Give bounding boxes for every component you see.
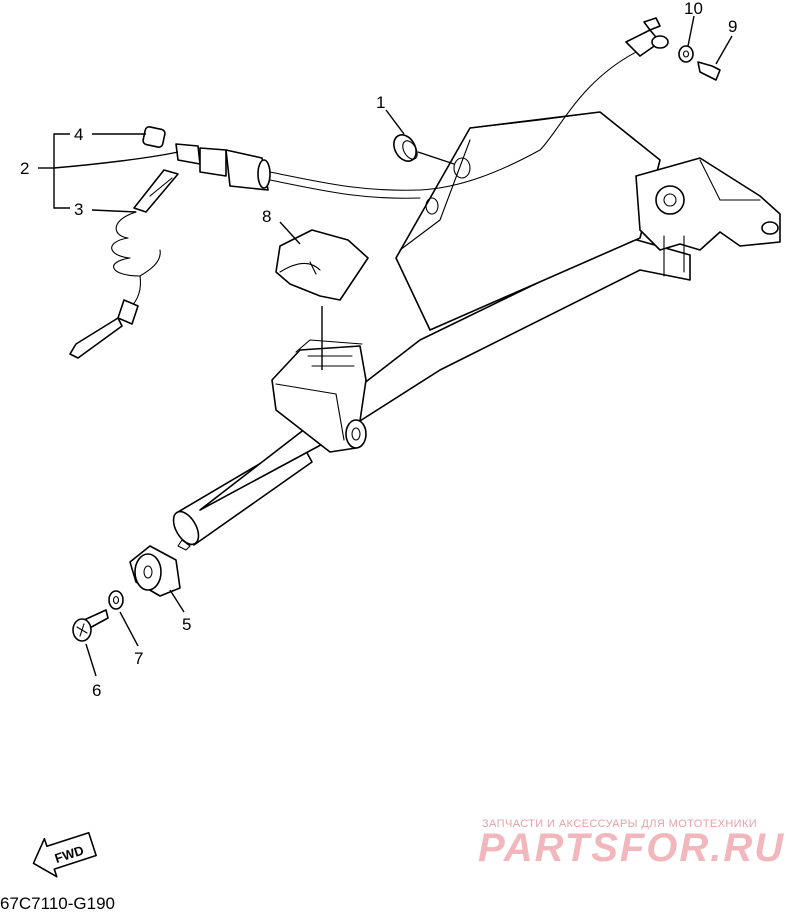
cap-part-4 [142,126,166,148]
callout-labels: 1 2 3 4 5 6 7 8 9 10 [20,0,737,700]
callout-1: 1 [376,93,385,112]
washer-part-10 [678,45,694,63]
callout-5: 5 [182,615,191,634]
screw-part-6 [72,609,109,677]
callout-9: 9 [728,17,737,36]
callout-3: 3 [74,200,83,219]
stop-switch-part-2 [142,49,641,199]
fwd-arrow: FWD [32,831,97,878]
cover-part-8 [275,229,369,370]
lanyard-part-3 [69,169,179,359]
bolt-part-9 [697,61,721,81]
grommet-part-1 [393,134,455,165]
callout-2: 2 [20,159,29,178]
watermark-tagline: ЗАПЧАСТИ И АКСЕССУАРЫ ДЛЯ МОТОТЕХНИКИ [482,818,758,830]
grip-cap-part-5 [129,545,185,613]
watermark-logo: PARTSFOR.RU [478,826,786,870]
callout-8: 8 [262,207,271,226]
wire-terminal [625,17,721,81]
callout-4: 4 [74,125,83,144]
drawing-code: 67C7110-G190 [0,894,115,912]
callout-7: 7 [134,649,143,668]
leader-lines [38,15,733,245]
callout-10: 10 [684,0,703,18]
washer-part-7 [108,590,139,647]
callout-6: 6 [92,681,101,700]
tiller-handle [172,111,781,551]
